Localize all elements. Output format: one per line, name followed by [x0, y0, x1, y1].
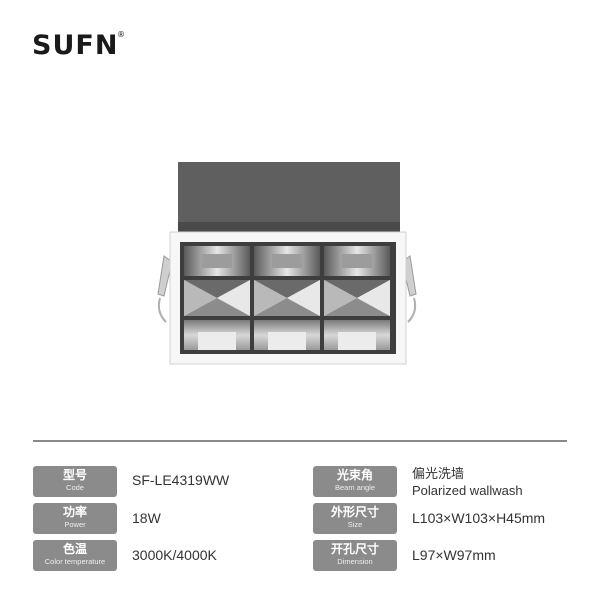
color-temperature-value: 3000K/4000K	[132, 547, 217, 563]
registered-mark: ®	[117, 30, 125, 39]
size-label-zh: 外形尺寸	[330, 505, 379, 519]
dimension-label-en: Dimension	[337, 557, 373, 566]
product-image	[157, 162, 417, 365]
color-temperature-label-zh: 色温	[62, 542, 87, 556]
color-temperature-label-en: Color temperature	[44, 557, 106, 566]
beam-angle-value-en: Polarized wallwash	[412, 483, 523, 498]
beam-angle-value-zh: 偏光洗墙	[412, 466, 465, 481]
power-label: 功率 Power	[33, 503, 117, 534]
power-label-zh: 功率	[62, 505, 87, 519]
dimension-value: L97×W97mm	[412, 547, 496, 563]
size-value: L103×W103×H45mm	[412, 510, 546, 526]
code-label: 型号 Code	[33, 466, 117, 497]
beam-angle-label: 光束角 Beam angle	[313, 466, 397, 497]
dimension-label-zh: 开孔尺寸	[330, 542, 379, 556]
power-value: 18W	[132, 510, 161, 526]
dimension-label: 开孔尺寸 Dimension	[313, 540, 397, 571]
code-label-en: Code	[66, 483, 84, 492]
brand-logo: SUFN	[32, 30, 119, 61]
beam-angle-label-zh: 光束角	[336, 468, 373, 482]
divider	[33, 440, 567, 442]
code-value: SF-LE4319WW	[132, 472, 230, 488]
code-label-zh: 型号	[62, 468, 87, 482]
beam-angle-label-en: Beam angle	[334, 483, 376, 492]
size-label: 外形尺寸 Size	[313, 503, 397, 534]
color-temperature-label: 色温 Color temperature	[33, 540, 117, 571]
power-label-en: Power	[64, 520, 86, 529]
size-label-en: Size	[347, 520, 363, 529]
